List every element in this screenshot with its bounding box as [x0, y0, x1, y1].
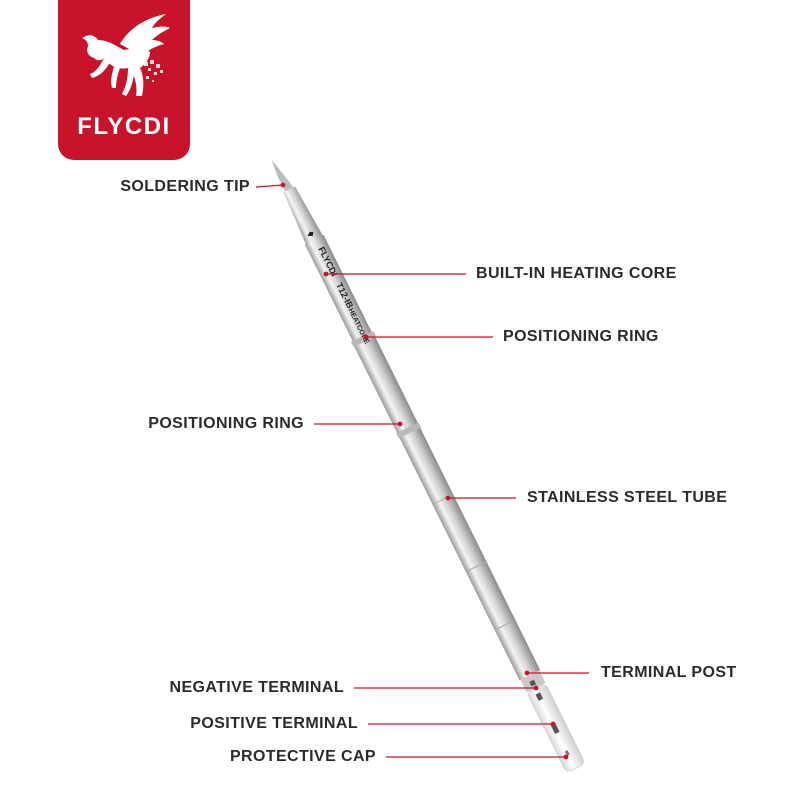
label-positioning-ring-upper: POSITIONING RING: [503, 328, 659, 345]
label-stainless-steel-tube: STAINLESS STEEL TUBE: [527, 489, 728, 506]
negative-terminal-hole: [529, 679, 537, 687]
label-positive-terminal: POSITIVE TERMINAL: [190, 715, 358, 732]
tip-taper: [283, 186, 323, 244]
heating-core-section: [304, 234, 373, 343]
soldering-tip: [272, 160, 294, 192]
pegasus-icon: [82, 14, 170, 96]
label-negative-terminal: NEGATIVE TERMINAL: [169, 679, 344, 696]
label-positioning-ring-lower: POSITIONING RING: [148, 415, 304, 432]
label-protective-cap: PROTECTIVE CAP: [229, 748, 376, 765]
engraving-logo-icon: [307, 231, 314, 237]
positioning-ring-lower: [396, 422, 422, 439]
stainless-steel-tube: [399, 428, 541, 681]
tube-segment: [354, 336, 419, 435]
label-built-in-heating-core: BUILT-IN HEATING CORE: [476, 265, 677, 282]
label-terminal-post: TERMINAL POST: [601, 664, 737, 681]
label-soldering-tip: SOLDERING TIP: [120, 178, 250, 195]
positioning-ring-upper: [350, 330, 376, 348]
leader-soldering-tip: [255, 184, 284, 188]
